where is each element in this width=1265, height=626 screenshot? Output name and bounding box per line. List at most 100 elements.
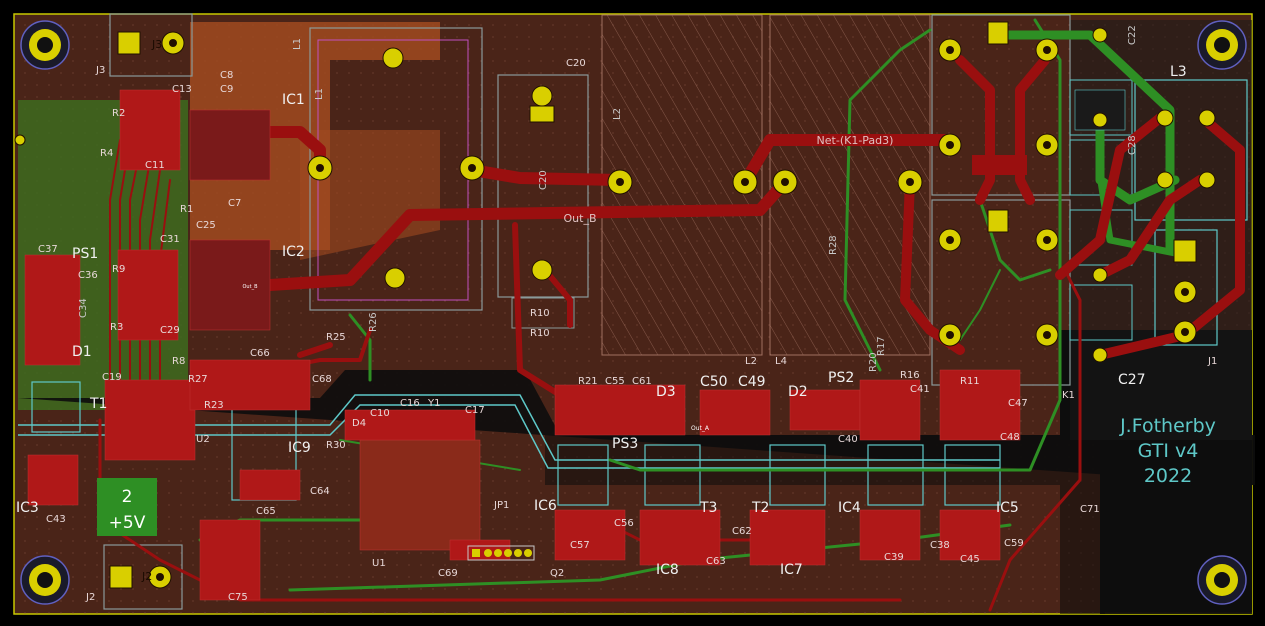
ref-label-r28: R28 (828, 235, 839, 255)
ref-label-t3: T3 (699, 500, 717, 516)
ref-label-j2b: J2 (141, 570, 152, 583)
ref-label-y1: Y1 (427, 398, 440, 409)
regulator-5v-badge (97, 478, 157, 536)
net-label-out-b: Out_B (564, 212, 597, 225)
ref-label-c56: C56 (614, 518, 634, 529)
ref-label-c68: C68 (312, 374, 332, 385)
mounting-hole-top-left (20, 20, 70, 70)
ref-label-d2: D2 (788, 384, 808, 400)
ref-label-l2: L2 (612, 108, 623, 120)
ref-label-c37: C37 (38, 244, 58, 255)
ref-label-ic1: IC1 (282, 92, 305, 108)
ref-label-l1: L1 (292, 38, 303, 50)
ref-label-c47: C47 (1008, 398, 1028, 409)
ref-label-j3b: J3 (151, 38, 162, 51)
ref-label-j1: J1 (1207, 356, 1217, 367)
ref-label-c13: C13 (172, 84, 192, 95)
net-label-out-b-small: Out_B (243, 284, 259, 290)
ref-label-c20: C20 (566, 58, 586, 69)
net-label-k1-pad3: Net-(K1-Pad3) (817, 134, 894, 147)
ref-label-c17: C17 (465, 405, 485, 416)
ref-label-c39: C39 (884, 552, 904, 563)
ref-label-c22: C22 (1127, 25, 1138, 45)
ref-label-c38: C38 (930, 540, 950, 551)
ref-label-d1: D1 (72, 344, 92, 360)
ref-label-d3: D3 (656, 384, 676, 400)
ref-label-u1: U1 (372, 558, 386, 569)
ref-label-c50: C50 (700, 374, 728, 390)
ref-label-j3: J3 (95, 65, 105, 76)
smd-clusters (24, 89, 1021, 601)
ref-label-ic9: IC9 (288, 440, 311, 456)
ref-label-d4: D4 (352, 418, 366, 429)
ref-label-c25: C25 (196, 220, 216, 231)
ref-label-r8: R8 (172, 356, 185, 367)
ref-label-c66: C66 (250, 348, 270, 359)
silk-author: J.Fotherby (1119, 415, 1216, 437)
header-jp1 (467, 545, 535, 561)
ref-label-c62: C62 (732, 526, 752, 537)
ref-label-r16: R16 (900, 370, 920, 381)
ref-label-c48: C48 (1000, 432, 1020, 443)
ref-label-c43: C43 (46, 514, 66, 525)
ref-label-c8: C8 (220, 70, 233, 81)
ref-label-c19: C19 (102, 372, 122, 383)
ref-label-c29: C29 (160, 325, 180, 336)
ref-label-c10: C10 (370, 408, 390, 419)
ref-label-c71: C71 (1080, 504, 1100, 515)
regulator-line1: 2 (122, 487, 133, 507)
ref-label-c55: C55 (605, 376, 625, 387)
ref-label-r17: R17 (876, 336, 887, 356)
ref-label-r1: R1 (180, 204, 193, 215)
ref-label-ic7: IC7 (780, 562, 803, 578)
ref-label-r20: R20 (868, 352, 879, 372)
ref-label-c57: C57 (570, 540, 590, 551)
ref-label-ic3: IC3 (16, 500, 39, 516)
ref-label-c9: C9 (220, 84, 233, 95)
square-pads (109, 21, 1197, 589)
ref-label-r23: R23 (204, 400, 224, 411)
ref-label-r3: R3 (110, 322, 123, 333)
silk-project: GTI v4 (1138, 440, 1199, 462)
net-label-out-a: Out_A (691, 425, 710, 432)
ref-label-ic6: IC6 (534, 498, 557, 514)
ref-label-ic2: IC2 (282, 244, 305, 260)
ref-label-c61: C61 (632, 376, 652, 387)
ref-label-r26: R26 (368, 312, 379, 332)
ref-label-c59: C59 (1004, 538, 1024, 549)
ref-label-r2: R2 (112, 108, 125, 119)
mounting-hole-bottom-right (1197, 555, 1247, 605)
ref-label-c36: C36 (78, 270, 98, 281)
ref-label-ic4: IC4 (838, 500, 861, 516)
ref-label-t2: T2 (751, 500, 769, 516)
ref-label-c63: C63 (706, 556, 726, 567)
mounting-hole-bottom-left (20, 555, 70, 605)
ref-label-c34: C34 (78, 298, 89, 318)
ref-label-c28: C28 (1127, 135, 1138, 155)
ref-label-c11: C11 (145, 160, 165, 171)
ref-label-l4: L4 (775, 356, 787, 367)
ref-label-jp1: JP1 (493, 500, 509, 511)
ref-label-r11: R11 (960, 376, 980, 387)
ref-label-c20b: C20 (538, 170, 549, 190)
ref-label-k1: K1 (1062, 390, 1075, 401)
ref-label-ps3: PS3 (612, 436, 638, 452)
ref-label-ps1: PS1 (72, 246, 98, 262)
ref-label-l2b: L2 (745, 356, 757, 367)
ref-label-u2: U2 (196, 434, 210, 445)
ref-label-q2: Q2 (550, 568, 564, 579)
ref-label-r10: R10 (530, 308, 550, 319)
ref-label-r30: R30 (326, 440, 346, 451)
ref-label-c16: C16 (400, 398, 420, 409)
ref-label-r21: R21 (578, 376, 598, 387)
top-traces (98, 55, 1245, 612)
ref-label-l1b: L1 (314, 88, 325, 100)
ref-label-r4: R4 (100, 148, 113, 159)
ref-label-c40: C40 (838, 434, 858, 445)
mounting-holes (20, 20, 1247, 605)
ref-label-c49: C49 (738, 374, 766, 390)
ref-label-ps2: PS2 (828, 370, 854, 386)
ref-label-c69: C69 (438, 568, 458, 579)
